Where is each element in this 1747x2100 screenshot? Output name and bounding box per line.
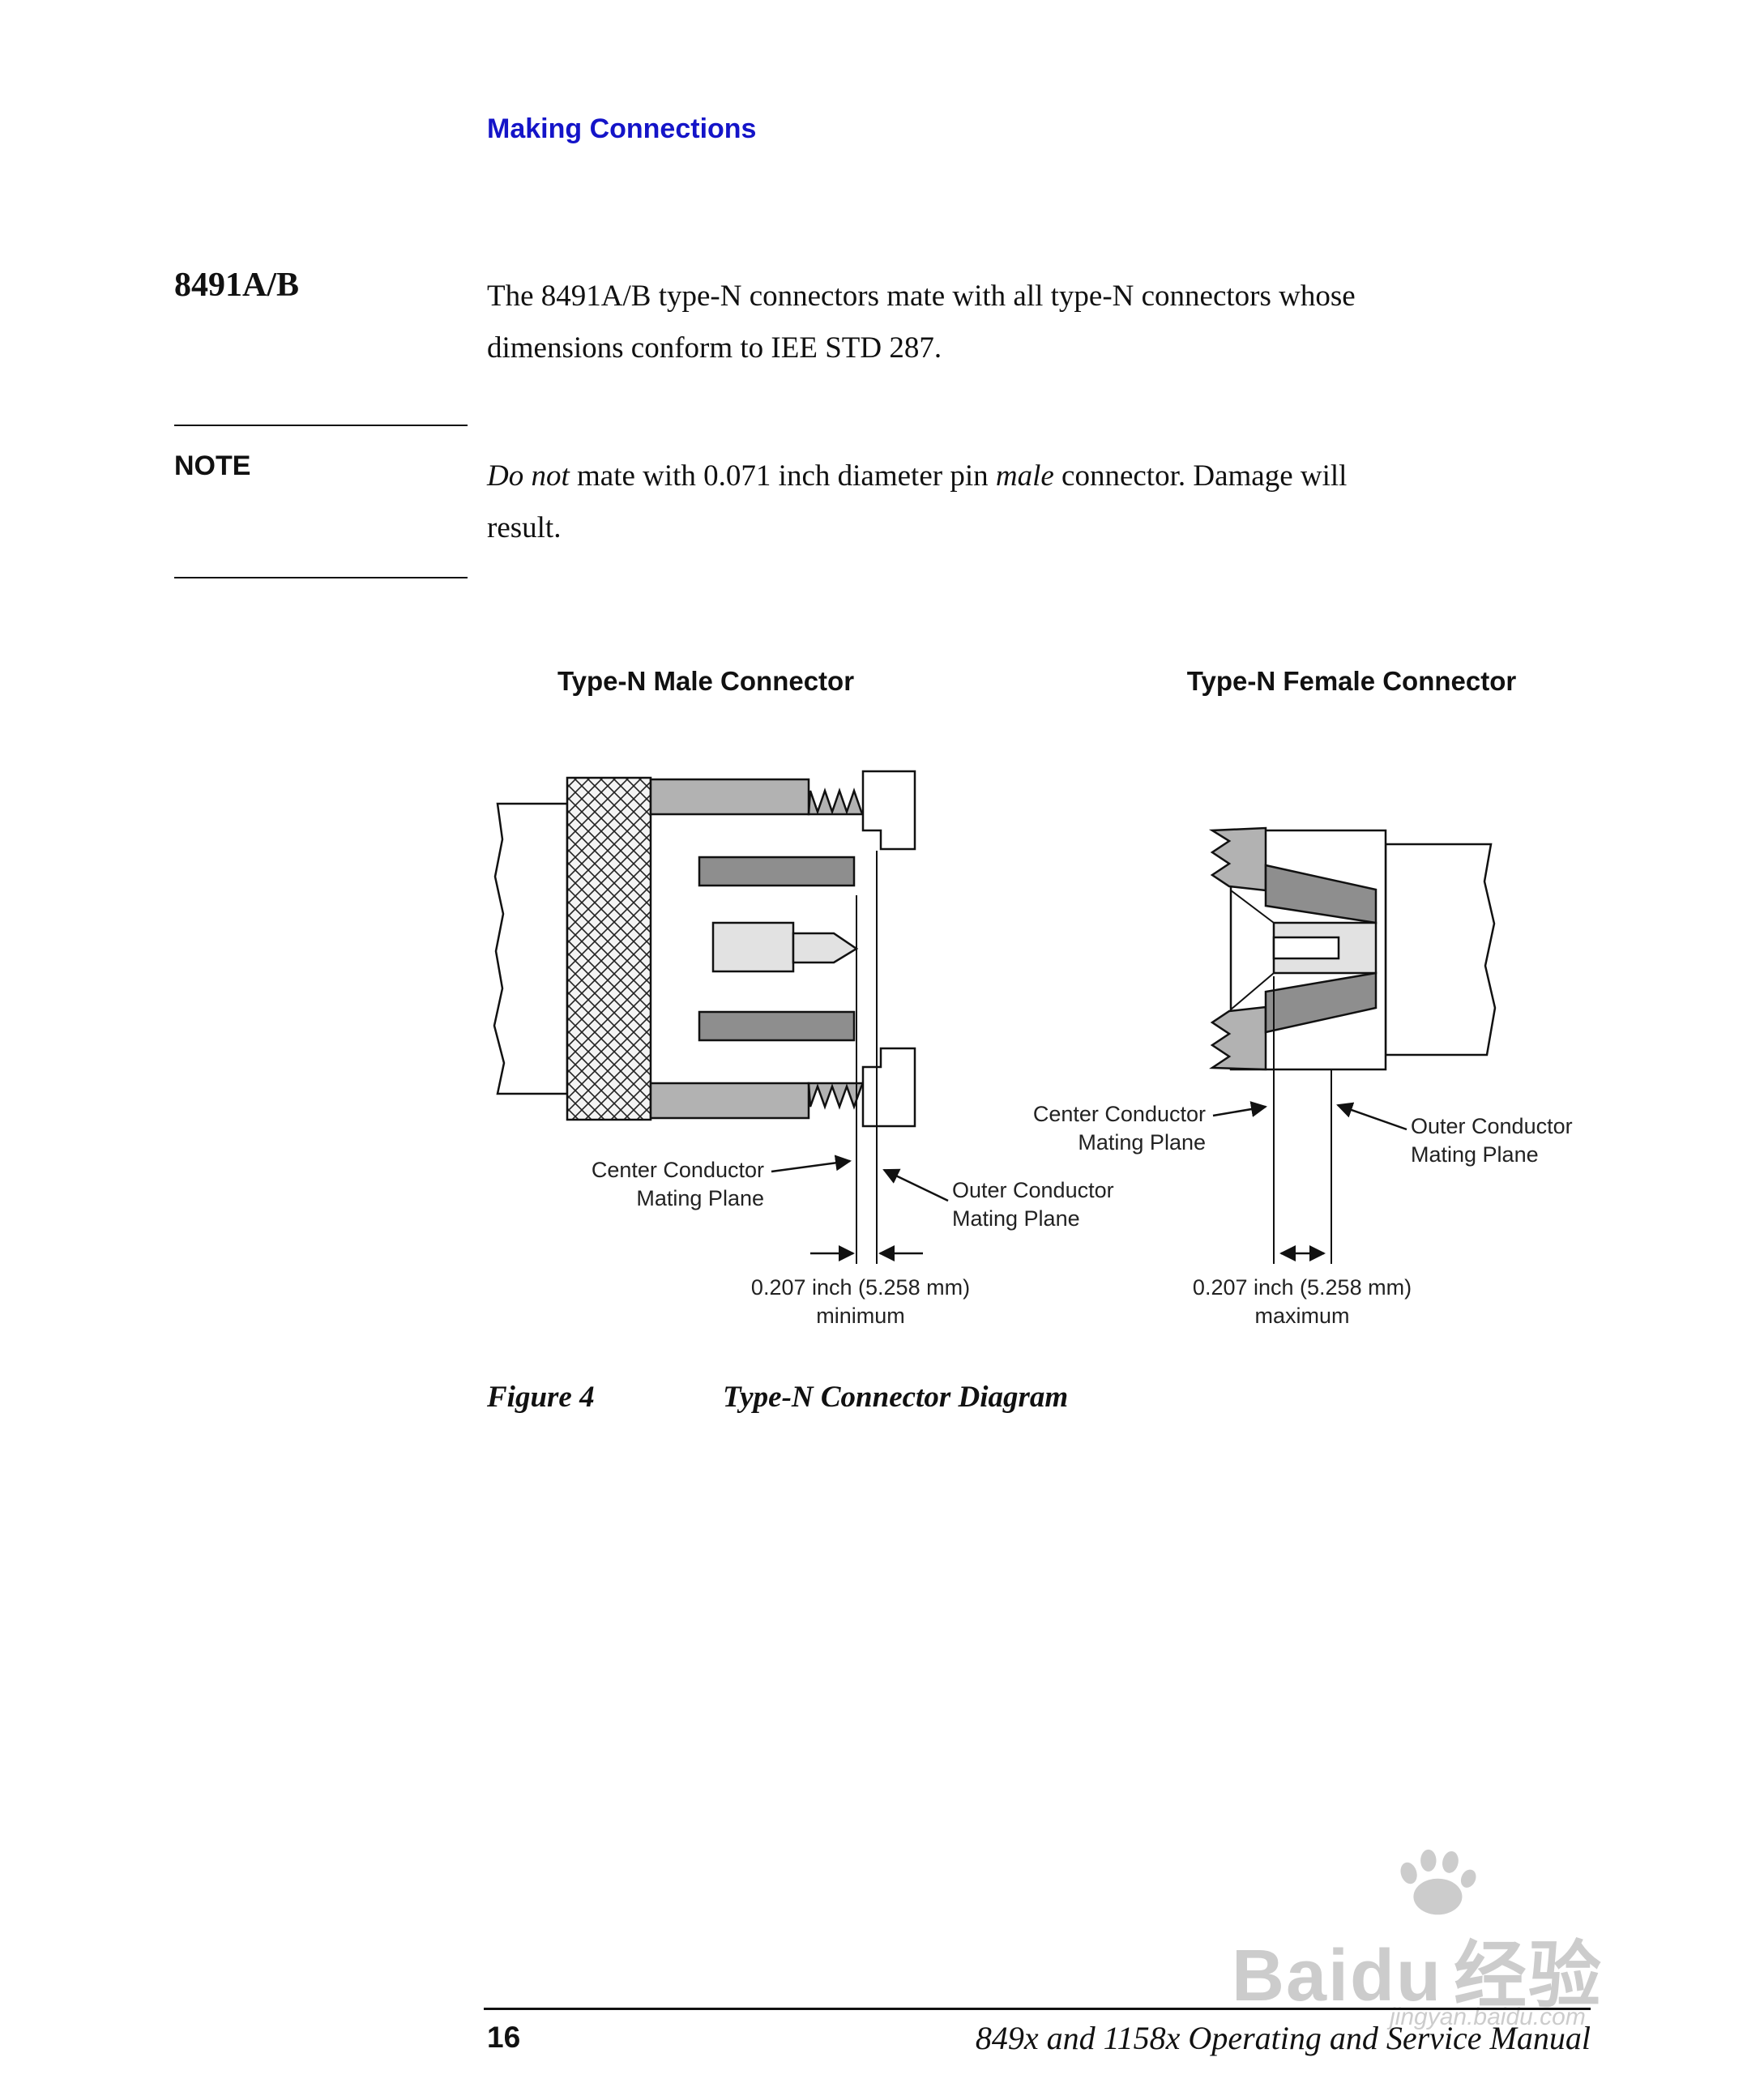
male-shell-top: [649, 778, 810, 816]
section-heading: 8491A/B: [174, 267, 300, 304]
note-line-2: result.: [487, 511, 562, 544]
female-socket-slot: [1272, 936, 1340, 960]
section-body: The 8491A/B type-N connectors mate with …: [487, 271, 1621, 374]
note-body: Do not mate with 0.071 inch diameter pin…: [487, 450, 1621, 554]
male-center-label-arrow: [771, 1155, 852, 1173]
figure-caption: Figure 4 Type-N Connector Diagram: [487, 1380, 1216, 1420]
female-cable: [1384, 843, 1497, 1056]
paw-icon: [1400, 1849, 1476, 1915]
body-line-1: The 8491A/B type-N connectors mate with …: [487, 280, 1356, 313]
note-text-2: connector. Damage will: [1053, 459, 1348, 493]
manual-title: 849x and 1158x Operating and Service Man…: [975, 2020, 1591, 2056]
male-dimension-qualifier: minimum: [816, 1304, 905, 1328]
watermark-brand: Baidu: [1232, 1936, 1443, 2017]
type-n-connector-diagram: Center Conductor Mating Plane Outer Cond…: [493, 770, 1573, 1328]
note-text-1: mate with 0.071 inch diameter pin: [569, 459, 996, 493]
footer-rule: [484, 2008, 1591, 2010]
figure-number: Figure 4: [487, 1381, 595, 1414]
female-funnel-bottom-line: [1230, 972, 1275, 1010]
note-italic-2: male: [995, 459, 1054, 493]
male-dimension-value: 0.207 inch (5.258 mm): [751, 1275, 970, 1300]
watermark-brand-cn: 经验: [1454, 1936, 1604, 2017]
male-center-label-line1: Center Conductor: [592, 1158, 764, 1182]
note-rule-bottom: [174, 577, 468, 578]
female-dimension-qualifier: maximum: [1254, 1304, 1349, 1328]
male-center-pin-base: [711, 921, 795, 973]
female-center-label-line2: Mating Plane: [1078, 1130, 1206, 1155]
male-threads-bottom: [807, 1082, 865, 1110]
male-center-label-line2: Mating Plane: [636, 1186, 764, 1210]
male-inner-conductor-top: [698, 856, 856, 887]
note-rule-top: [174, 425, 468, 426]
male-knurl: [566, 776, 652, 1121]
male-inner-conductor-bottom: [698, 1010, 856, 1042]
male-connector-drawing: [493, 770, 923, 1264]
female-threads-bottom: [1209, 1005, 1267, 1071]
female-center-label-arrow: [1212, 1101, 1267, 1117]
male-shell-bottom: [649, 1082, 810, 1120]
female-outer-label-line2: Mating Plane: [1411, 1142, 1539, 1167]
male-outer-label-line2: Mating Plane: [952, 1206, 1080, 1231]
male-outer-label-line1: Outer Conductor: [952, 1178, 1114, 1202]
male-center-pin: [792, 932, 859, 964]
female-connector-drawing: [1208, 826, 1497, 1264]
female-dimension-value: 0.207 inch (5.258 mm): [1193, 1275, 1412, 1300]
male-outer-label-arrow: [882, 1168, 949, 1202]
female-threads-top: [1208, 826, 1267, 892]
note-italic-1: Do not: [487, 459, 570, 493]
body-line-2: dimensions conform to IEE STD 287.: [487, 331, 942, 365]
figure-title: Type-N Connector Diagram: [723, 1381, 1069, 1414]
running-header: Making Connections: [487, 113, 757, 144]
male-connector-title: Type-N Male Connector: [557, 666, 855, 696]
male-sleeve-top: [861, 770, 916, 851]
note-label: NOTE: [174, 450, 251, 481]
female-outer-label-arrow: [1336, 1102, 1407, 1131]
female-center-label-line1: Center Conductor: [1033, 1102, 1206, 1126]
male-threads-top: [807, 788, 865, 816]
female-funnel-top-line: [1230, 890, 1275, 924]
male-sleeve-bottom: [861, 1047, 916, 1128]
male-cable: [493, 802, 569, 1095]
female-outer-label-line1: Outer Conductor: [1411, 1114, 1573, 1138]
female-connector-title: Type-N Female Connector: [1186, 666, 1517, 696]
page-number: 16: [487, 2021, 521, 2054]
